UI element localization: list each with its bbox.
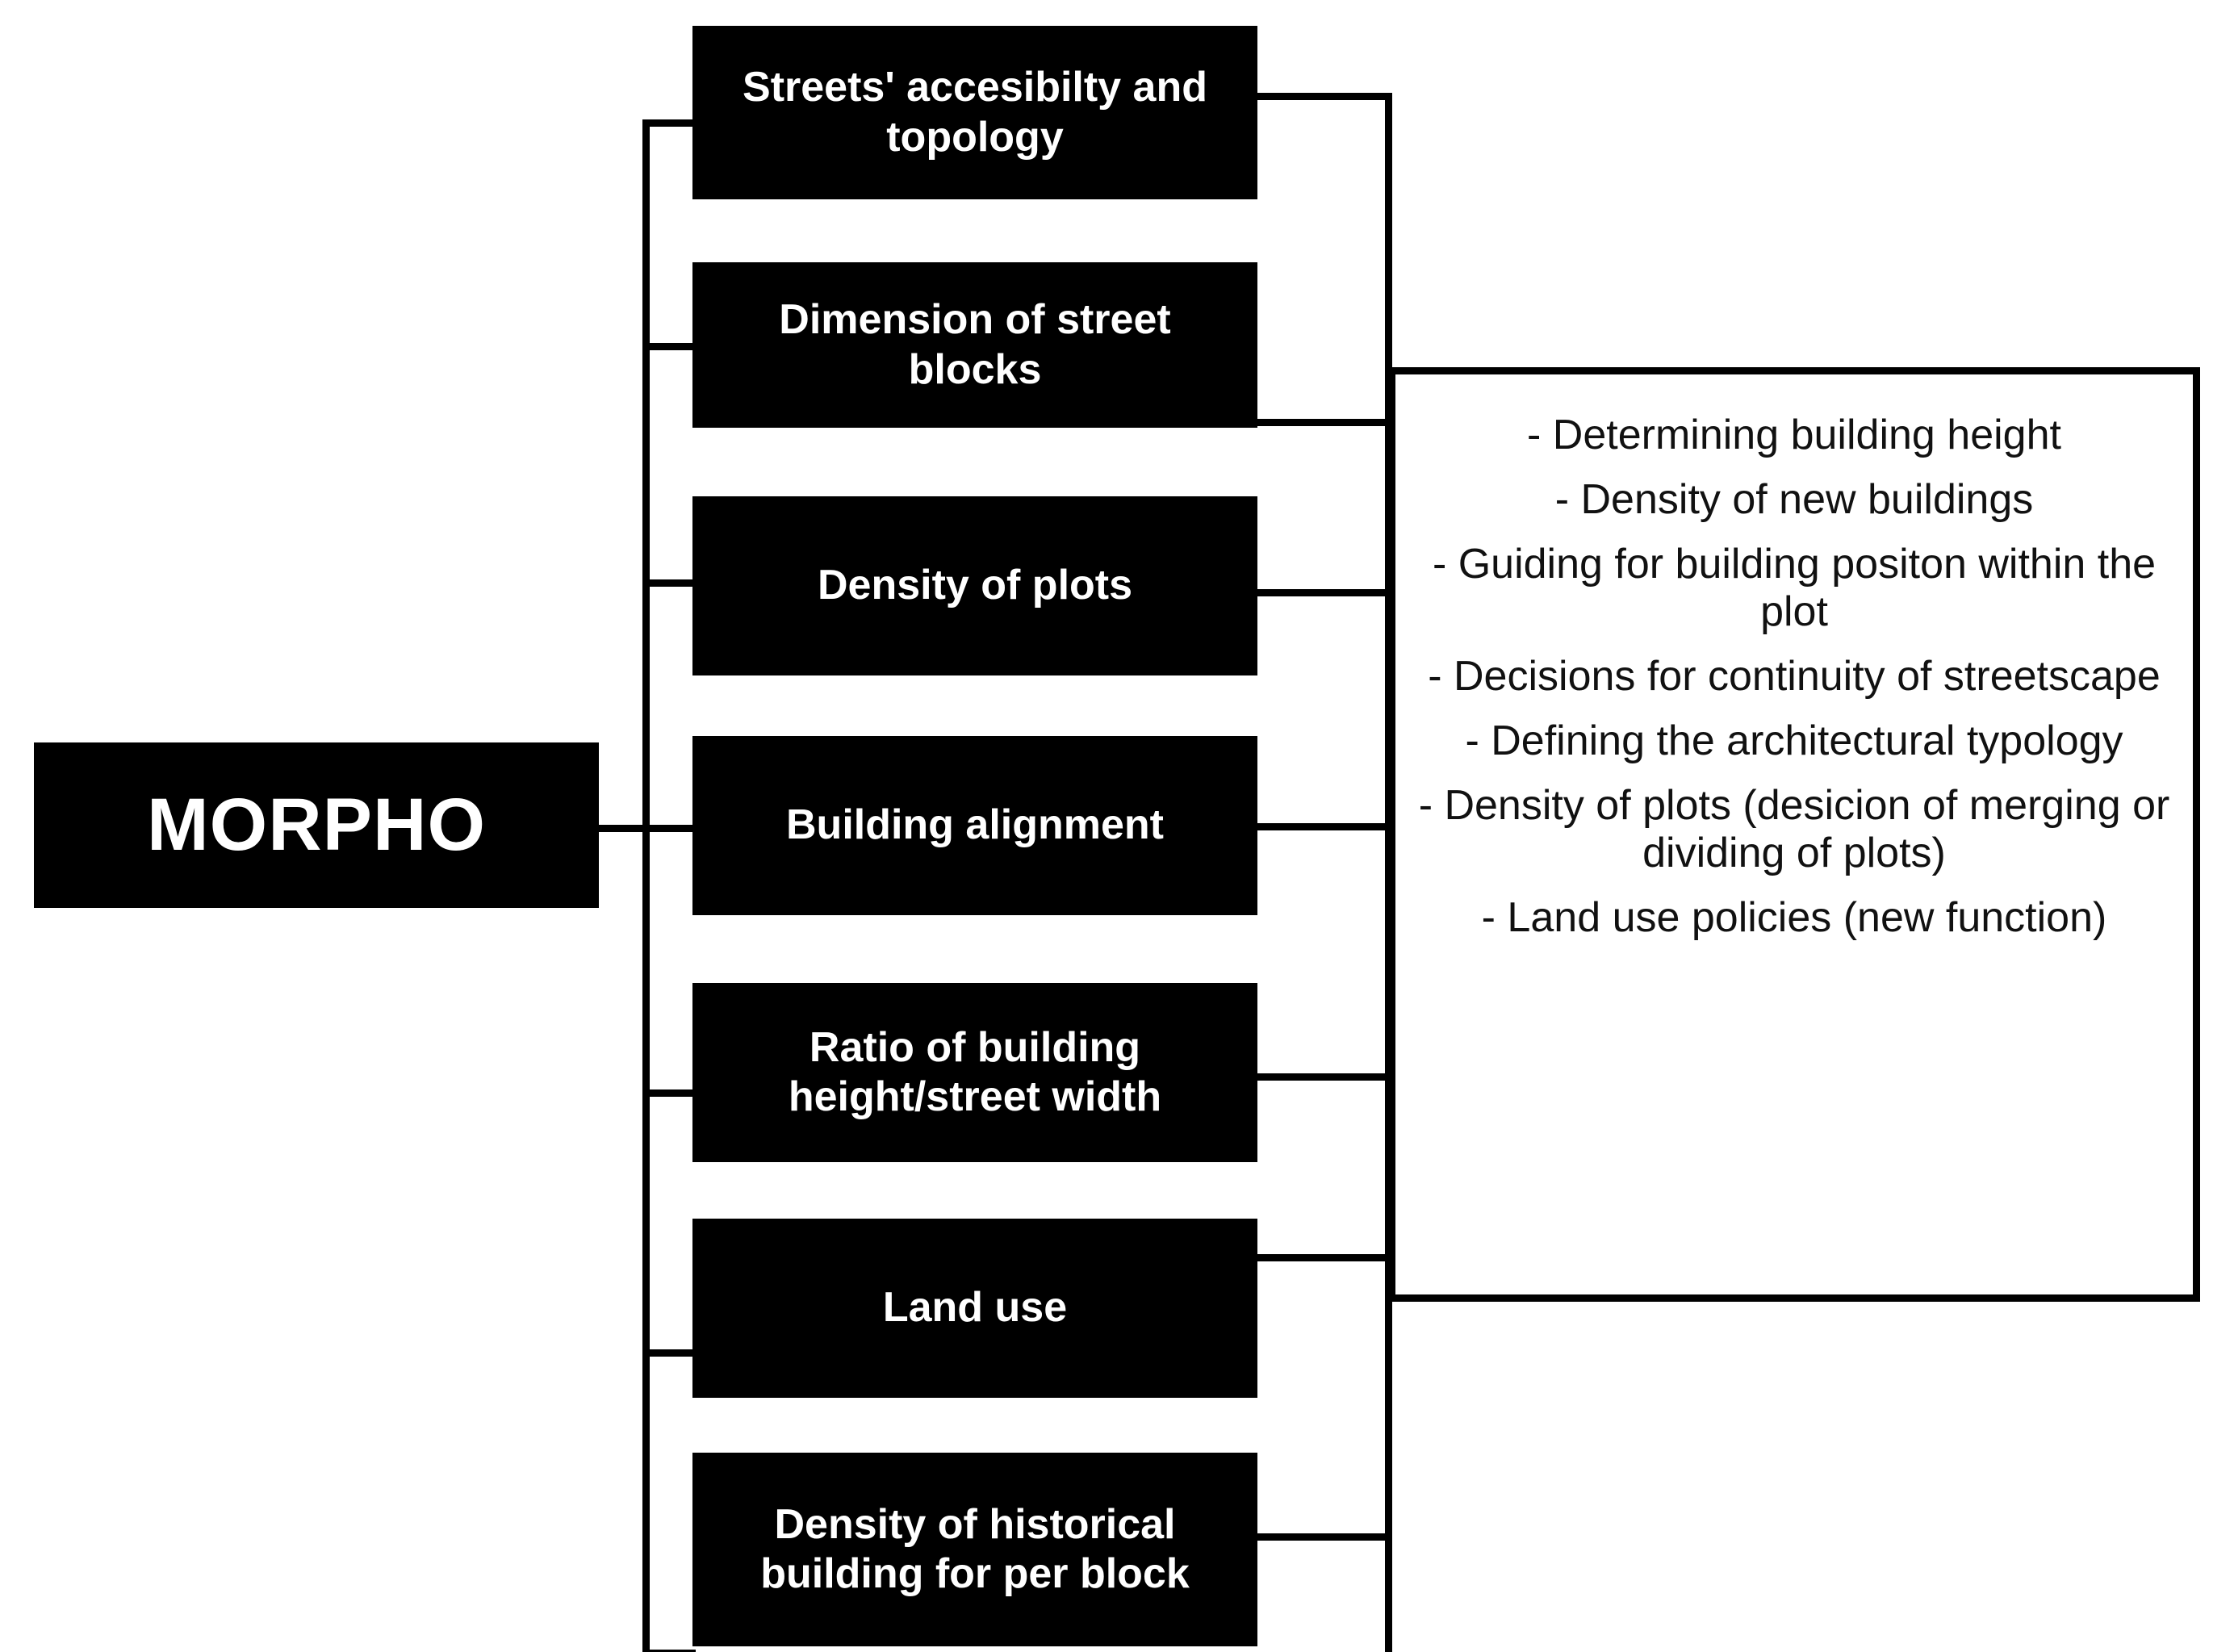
node-label: Dimension of street blocks bbox=[779, 296, 1171, 393]
connector-branch-4-to-right-spine bbox=[1256, 823, 1392, 830]
outcome-item: - Density of plots (desicion of merging … bbox=[1418, 782, 2170, 876]
node-label: Ratio of building height/street width bbox=[788, 1023, 1162, 1120]
connector-spine-to-branch-2 bbox=[642, 343, 696, 350]
node-density-of-plots[interactable]: Density of plots bbox=[692, 496, 1257, 675]
connector-spine-to-branch-1 bbox=[642, 119, 696, 127]
connector-branch-5-to-right-spine bbox=[1256, 1073, 1392, 1081]
node-land-use[interactable]: Land use bbox=[692, 1219, 1257, 1398]
node-streets-accesibilty-topology[interactable]: Streets' accesibilty and topology bbox=[692, 26, 1257, 199]
node-density-historical-building[interactable]: Density of historical building for per b… bbox=[692, 1453, 1257, 1646]
connector-spine-to-branch-4 bbox=[642, 825, 696, 832]
node-label: Building alignment bbox=[786, 801, 1164, 849]
connector-branch-7-to-right-spine bbox=[1256, 1533, 1392, 1541]
connector-branch-2-to-right-spine bbox=[1256, 419, 1392, 426]
connector-root-to-spine bbox=[597, 825, 647, 832]
node-label: Streets' accesibilty and topology bbox=[743, 64, 1207, 161]
outcome-item: - Density of new buildings bbox=[1554, 476, 2034, 524]
connector-branch-6-to-right-spine bbox=[1256, 1254, 1392, 1261]
outcomes-list: - Determining building height - Density … bbox=[1395, 412, 2193, 959]
connector-spine-to-branch-5 bbox=[642, 1089, 696, 1097]
node-morpho-label: MORPHO bbox=[147, 784, 486, 867]
outcomes-panel: - Determining building height - Density … bbox=[1388, 367, 2200, 1302]
outcome-item: - Land use policies (new function) bbox=[1481, 893, 2107, 941]
node-label: Density of plots bbox=[817, 562, 1133, 609]
outcome-item: - Decisions for continuity of streetscap… bbox=[1428, 652, 2161, 700]
node-morpho[interactable]: MORPHO bbox=[34, 742, 599, 908]
node-building-alignment[interactable]: Building alignment bbox=[692, 736, 1257, 915]
outcome-item: - Defining the architectural typology bbox=[1465, 717, 2123, 765]
connector-spine-to-branch-7 bbox=[642, 1650, 696, 1652]
node-label: Land use bbox=[882, 1284, 1068, 1332]
node-ratio-building-height-street-width[interactable]: Ratio of building height/street width bbox=[692, 983, 1257, 1162]
outcome-item: - Guiding for building positon within th… bbox=[1432, 541, 2157, 635]
node-label: Density of historical building for per b… bbox=[760, 1500, 1190, 1597]
bracket-left-spine bbox=[642, 119, 650, 1652]
outcome-item: - Determining building height bbox=[1527, 412, 2061, 458]
node-dimension-of-street-blocks[interactable]: Dimension of street blocks bbox=[692, 262, 1257, 428]
connector-branch-1-to-right-spine bbox=[1256, 93, 1392, 100]
connector-spine-to-branch-3 bbox=[642, 579, 696, 587]
connector-branch-3-to-right-spine bbox=[1256, 589, 1392, 596]
connector-spine-to-branch-6 bbox=[642, 1349, 696, 1357]
